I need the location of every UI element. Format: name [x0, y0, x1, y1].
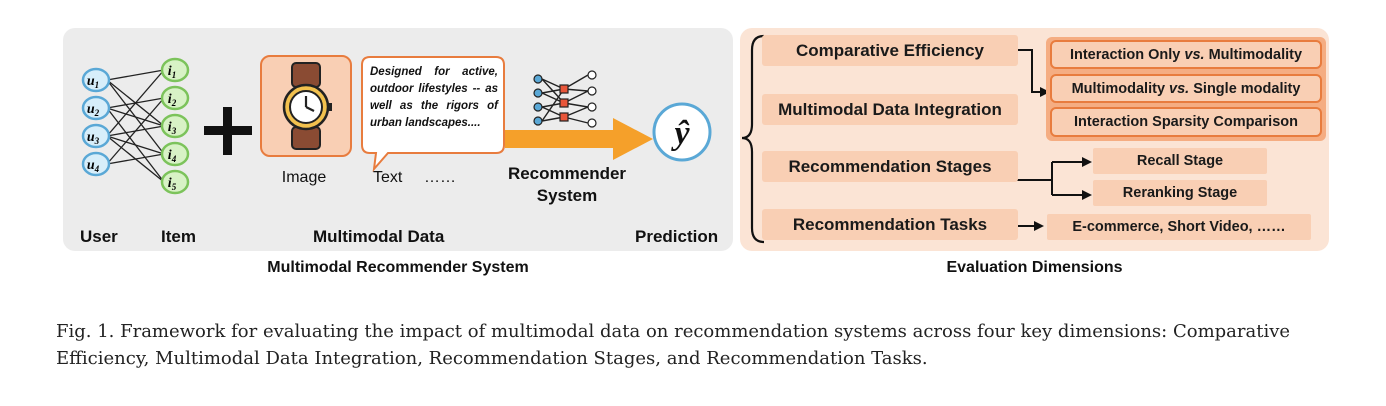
prediction-symbol: ŷ — [670, 115, 690, 152]
efficiency-item-1: Interaction Only vs. Multimodality — [1050, 40, 1322, 69]
efficiency-item-2: Multimodality vs. Single modality — [1050, 74, 1322, 103]
figure-caption: Fig. 1. Framework for evaluating the imp… — [56, 321, 1291, 369]
dimension-recommendation-stages: Recommendation Stages — [762, 151, 1018, 182]
item-node-i3-label: i3 — [168, 120, 177, 136]
item-node-i2: i2 — [160, 85, 190, 111]
efficiency-item-2-em: vs. — [1169, 80, 1190, 97]
recommender-label-line2: System — [536, 186, 598, 205]
efficiency-item-1-pre: Interaction Only — [1069, 46, 1181, 63]
recommender-label-line1: Recommender — [507, 164, 627, 183]
text-bubble — [361, 56, 505, 173]
text-snippet: Designed for active, outdoor lifestyles … — [370, 66, 498, 129]
tasks-examples: E-commerce, Short Video, …… — [1047, 214, 1311, 240]
dimension-connectors — [741, 34, 1092, 244]
curly-brace — [741, 34, 765, 244]
recommender-system-label: Recommender System — [500, 163, 634, 207]
flow-arrow-icon — [505, 118, 653, 160]
stage-recall: Recall Stage — [1093, 148, 1267, 174]
item-node-i2-label: i2 — [168, 92, 177, 108]
efficiency-item-1-em: vs. — [1184, 46, 1205, 63]
efficiency-item-1-post: Multimodality — [1208, 46, 1303, 63]
stage-reranking: Reranking Stage — [1093, 180, 1267, 206]
dimension-recommendation-tasks: Recommendation Tasks — [762, 209, 1018, 240]
item-node-i4-label: i4 — [168, 148, 177, 164]
left-panel-caption: Multimodal Recommender System — [267, 259, 529, 276]
prediction-node: ŷ — [652, 102, 712, 162]
item-node-i4: i4 — [160, 141, 190, 167]
image-label: Image — [281, 169, 327, 186]
item-node-i3: i3 — [160, 113, 190, 139]
user-item-edge — [106, 135, 165, 155]
right-panel-caption: Evaluation Dimensions — [946, 259, 1123, 276]
efficiency-item-2-pre: Multimodality — [1071, 80, 1166, 97]
multimodal-data-label: Multimodal Data — [313, 227, 445, 246]
user-node-u4: u4 — [81, 151, 111, 177]
item-node-i5-label: i5 — [168, 176, 177, 192]
item-node-i1-label: i1 — [168, 64, 176, 80]
dimension-comparative-efficiency: Comparative Efficiency — [762, 35, 1018, 66]
text-label: Text — [373, 169, 403, 186]
user-item-edge — [106, 107, 165, 127]
prediction-label: Prediction — [635, 227, 719, 246]
user-column-label: User — [80, 227, 118, 246]
user-item-edge — [106, 97, 165, 165]
neural-network-icon — [533, 70, 597, 128]
item-node-i5: i5 — [160, 169, 190, 195]
efficiency-item-3: Interaction Sparsity Comparison — [1050, 107, 1322, 137]
dimension-multimodal-data-integration: Multimodal Data Integration — [762, 94, 1018, 125]
image-modality-box — [260, 55, 352, 157]
user-item-edge — [106, 153, 165, 165]
user-item-edge — [106, 69, 165, 81]
item-node-i1: i1 — [160, 57, 190, 83]
ellipsis-label: …… — [424, 169, 456, 186]
item-column-label: Item — [161, 227, 196, 246]
user-node-u2: u2 — [81, 95, 111, 121]
user-node-u3: u3 — [81, 123, 111, 149]
efficiency-item-2-post: Single modality — [1193, 80, 1301, 97]
user-item-edge — [106, 69, 165, 137]
plus-icon — [204, 107, 252, 155]
user-node-u1: u1 — [81, 67, 111, 93]
watch-icon — [282, 62, 332, 150]
